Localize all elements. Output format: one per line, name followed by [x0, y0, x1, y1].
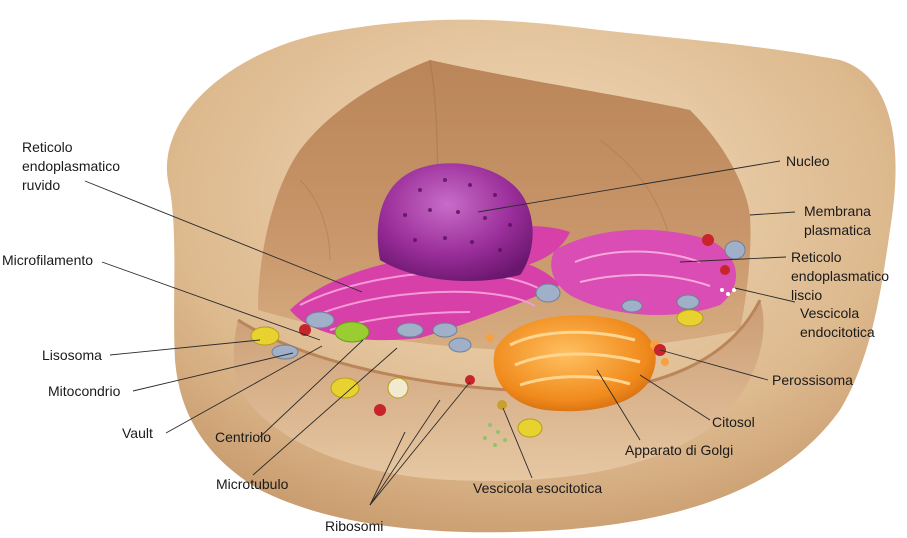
- label-citosol: Citosol: [712, 414, 755, 430]
- leader-centriolo: [259, 339, 364, 438]
- label-nucleo: Nucleo: [786, 153, 830, 169]
- label-rel-line3: liscio: [791, 287, 822, 303]
- leader-vescicola-eso: [502, 407, 533, 479]
- leader-rel: [679, 256, 787, 263]
- label-membrana-line1: Membrana: [804, 203, 871, 219]
- endocytotic-vesicle-dots: [720, 288, 736, 296]
- leader-mitocondrio: [132, 352, 294, 392]
- label-ribosomi: Ribosomi: [325, 518, 383, 534]
- label-vescicola-eso: Vescicola esocitotica: [473, 480, 602, 496]
- label-rer-line1: Reticolo: [22, 139, 73, 155]
- leader-vescicola-endo: [734, 287, 796, 303]
- label-vault: Vault: [122, 425, 153, 441]
- golgi-apparatus: [486, 315, 669, 412]
- leader-lisosoma: [109, 339, 261, 356]
- exocytotic-vesicle-dots: [483, 400, 507, 447]
- leader-nucleo: [477, 160, 781, 213]
- label-vescicola-endo-line2: endocitotica: [800, 324, 875, 340]
- leader-ribosomi-1: [369, 431, 406, 506]
- lysosomes: [250, 309, 704, 438]
- label-rer-line2: endoplasmatico: [22, 158, 120, 174]
- peroxisomes: [299, 234, 730, 416]
- green-vesicle: [334, 321, 370, 343]
- label-centriolo: Centriolo: [215, 429, 271, 445]
- mitochondria: [271, 240, 746, 360]
- label-perossisoma: Perossisoma: [772, 372, 853, 388]
- label-microtubulo: Microtubulo: [216, 476, 289, 492]
- leader-lines: [84, 160, 796, 506]
- label-vescicola-endo-line1: Vescicola: [800, 305, 859, 321]
- label-mitocondrio: Mitocondrio: [48, 383, 121, 399]
- leader-golgi: [596, 369, 641, 441]
- smooth-er: [551, 229, 737, 316]
- nucleus: [377, 163, 533, 281]
- leader-perossisoma: [659, 349, 769, 381]
- label-rel-line1: Reticolo: [791, 249, 842, 265]
- leader-citosol: [639, 374, 711, 421]
- leader-microtubulo: [252, 347, 398, 476]
- label-apparato-golgi: Apparato di Golgi: [625, 442, 733, 458]
- leader-microfilamento: [101, 261, 321, 341]
- leader-rer: [84, 180, 363, 293]
- label-rel-line2: endoplasmatico: [791, 268, 889, 284]
- label-membrana-line2: plasmatica: [804, 222, 871, 238]
- leader-membrana: [749, 211, 796, 216]
- leader-vault: [165, 345, 323, 434]
- leader-ribosomi-2: [369, 399, 441, 506]
- leader-ribosomi-3: [369, 381, 471, 506]
- label-lisosoma: Lisosoma: [42, 347, 102, 363]
- labels: Reticolo endoplasmatico ruvido Nucleo Me…: [2, 139, 889, 534]
- label-rer-line3: ruvido: [22, 177, 60, 193]
- label-microfilamento: Microfilamento: [2, 252, 93, 268]
